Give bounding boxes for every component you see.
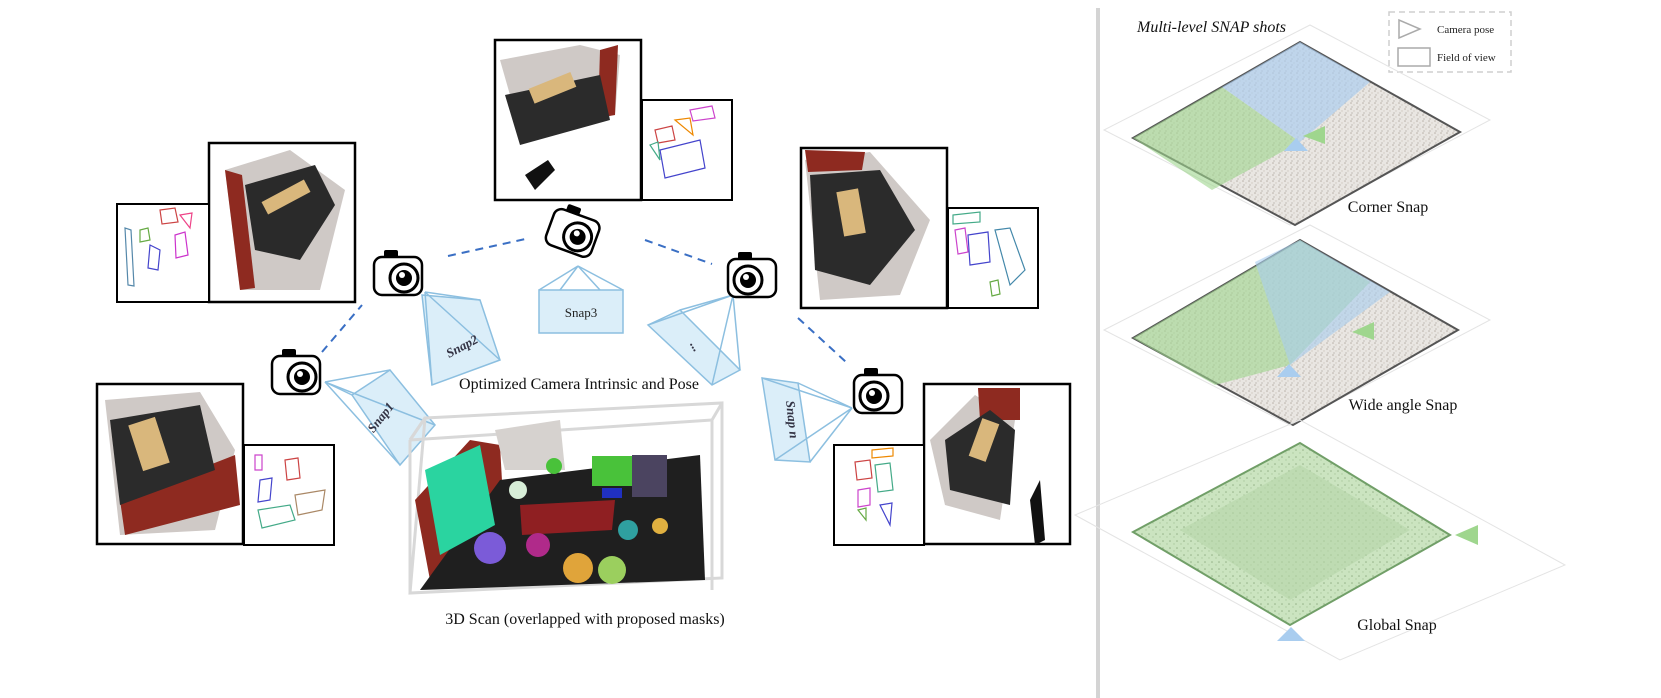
- camera-icon: [544, 204, 601, 258]
- camera-icon: [270, 349, 322, 396]
- snapshot-masks: [833, 444, 925, 546]
- legend: Camera pose Field of view: [1388, 11, 1512, 73]
- snap3-frustum: Snap3: [538, 265, 624, 334]
- snap3-label: Snap3: [565, 305, 598, 320]
- snapshot-masks: [641, 99, 733, 201]
- snapshot-render: [493, 38, 643, 202]
- camera-pose-marker: [1277, 627, 1305, 641]
- level-label: Global Snap: [1357, 617, 1437, 634]
- level-global-snap: Global Snap: [1073, 419, 1567, 661]
- snapshot-render: [207, 141, 357, 304]
- camera-icon: [726, 252, 778, 299]
- camera-pose-marker: [1352, 322, 1374, 340]
- right-panel-title: Multi-level SNAP shots: [1136, 19, 1286, 36]
- snap-n-label: Snap n: [783, 400, 802, 439]
- camera-pose-marker: [1277, 364, 1301, 377]
- optimized-camera-label: Optimized Camera Intrinsic and Pose: [459, 376, 699, 393]
- camera-pose-marker: [1284, 138, 1308, 151]
- snapshot-render: [799, 146, 949, 310]
- right-panel: Multi-level SNAP shots Camera pose Field…: [1073, 11, 1567, 661]
- level-corner-snap: Corner Snap: [1102, 24, 1492, 227]
- 3d-scan-label: 3D Scan (overlapped with proposed masks): [445, 611, 725, 628]
- snapshot-render: [95, 382, 245, 546]
- camera-pose-marker: [1303, 126, 1325, 144]
- snapshot-masks: [116, 203, 210, 303]
- snap2-frustum: Snap2: [421, 291, 501, 387]
- legend-field-of-view: Field of view: [1437, 52, 1496, 64]
- legend-camera-pose: Camera pose: [1437, 24, 1494, 36]
- level-label: Corner Snap: [1348, 199, 1428, 216]
- level-label: Wide angle Snap: [1349, 397, 1458, 414]
- snap-ellipsis-frustum: ...: [646, 294, 742, 386]
- snapshot-render: [922, 382, 1072, 546]
- camera-pose-marker: [1455, 525, 1478, 545]
- left-panel: Snap1 Snap2 Snap3 ...: [95, 38, 1072, 628]
- snapshot-masks: [947, 207, 1039, 309]
- level-wide-angle-snap: Wide angle Snap: [1102, 224, 1492, 427]
- camera-pose-icon: [1398, 18, 1422, 40]
- camera-path-dashes: [321, 237, 847, 363]
- snap1-frustum: Snap1: [324, 369, 436, 467]
- camera-icon: [852, 368, 904, 415]
- 3d-scan: [408, 401, 724, 595]
- field-of-view-icon: [1397, 47, 1431, 67]
- snapshot-masks: [243, 444, 335, 546]
- camera-icon: [372, 250, 424, 297]
- snap-n-frustum: Snap n: [761, 377, 853, 463]
